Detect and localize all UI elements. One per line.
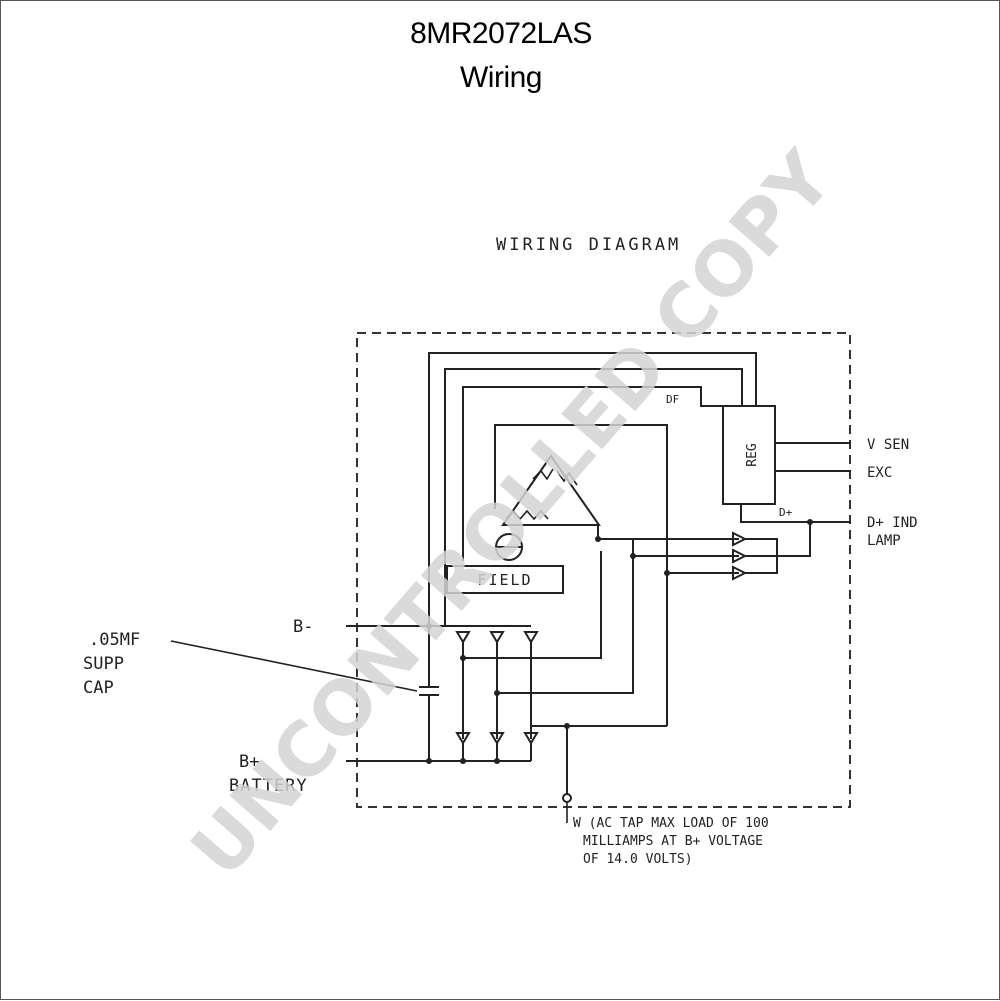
- exc-label: EXC: [867, 465, 892, 481]
- neg-diode-3: [523, 631, 539, 644]
- alternator-boundary: [356, 332, 851, 808]
- field-box: [446, 565, 564, 594]
- wire-2: [444, 368, 743, 626]
- d-plus-ind-label: D+ IND: [867, 515, 918, 531]
- page-title: 8MR2072LAS: [410, 17, 592, 50]
- cap-label-line3: CAP: [83, 678, 114, 698]
- junction-b-plus-3: [494, 758, 500, 764]
- neg-diode-2: [489, 631, 505, 644]
- stator-coil-1: [505, 509, 549, 521]
- regulator-label: REG: [745, 443, 760, 467]
- w-note-line3: OF 14.0 VOLTS): [583, 852, 693, 867]
- pos-diode-2: [489, 732, 505, 745]
- d-plus-reg-label: D+: [779, 506, 793, 519]
- wire-phase-3: [531, 551, 602, 659]
- diagram-heading: WIRING DIAGRAM: [496, 235, 681, 255]
- exciter-diode-2: [732, 548, 748, 564]
- wire-exciter-out: [777, 522, 811, 557]
- df-label: DF: [666, 393, 679, 406]
- stator-winding: [501, 454, 601, 526]
- stator-coil-2: [532, 468, 554, 481]
- field-label: FIELD: [477, 571, 532, 589]
- cap-label-line1: .05MF: [89, 630, 140, 650]
- exciter-diode-1: [732, 531, 748, 547]
- junction-b-plus-2: [460, 758, 466, 764]
- w-terminal: [562, 793, 572, 803]
- b-minus-label: B-: [293, 617, 313, 637]
- junction-phase-1: [595, 536, 601, 542]
- exciter-diode-3: [732, 565, 748, 581]
- wire-phase-1: [597, 525, 739, 540]
- wire-df: [462, 386, 723, 561]
- w-note-line1: W (AC TAP MAX LOAD OF 100: [573, 816, 769, 831]
- page-subtitle: Wiring: [459, 61, 543, 94]
- w-note-line2: MILLIAMPS AT B+ VOLTAGE: [583, 834, 763, 849]
- stator-coil-3: [556, 470, 578, 486]
- battery-label: BATTERY: [229, 776, 308, 796]
- regulator-box: [722, 405, 776, 505]
- pos-diode-3: [523, 732, 539, 745]
- cap-label-line2: SUPP: [83, 654, 124, 674]
- wire-1: [428, 352, 757, 626]
- v-sen-label: V SEN: [867, 437, 909, 453]
- lamp-label: LAMP: [867, 533, 901, 549]
- cap-leader-line: [170, 640, 418, 692]
- pos-diode-1: [455, 732, 471, 745]
- wire-phase-2: [531, 539, 634, 694]
- junction-phase-4: [664, 570, 670, 576]
- b-plus-label: B+: [239, 752, 259, 772]
- neg-diode-1: [455, 631, 471, 644]
- wire-d-plus: [740, 504, 851, 523]
